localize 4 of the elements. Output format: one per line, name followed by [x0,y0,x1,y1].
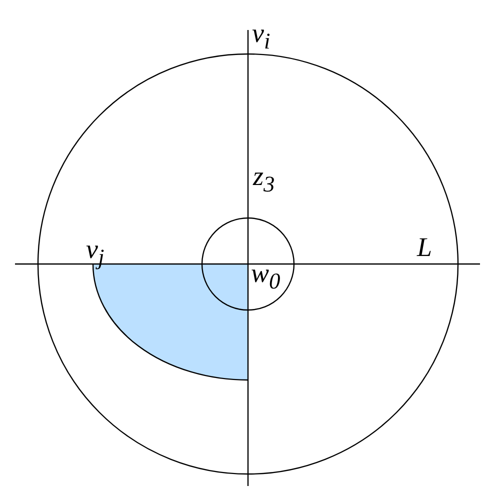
point-label: w$_{0}$ [251,260,280,293]
axis-label: v$_{i}$ [252,20,270,53]
point-label: z$_{3}$ [253,163,275,196]
axis-label: L [417,234,432,261]
